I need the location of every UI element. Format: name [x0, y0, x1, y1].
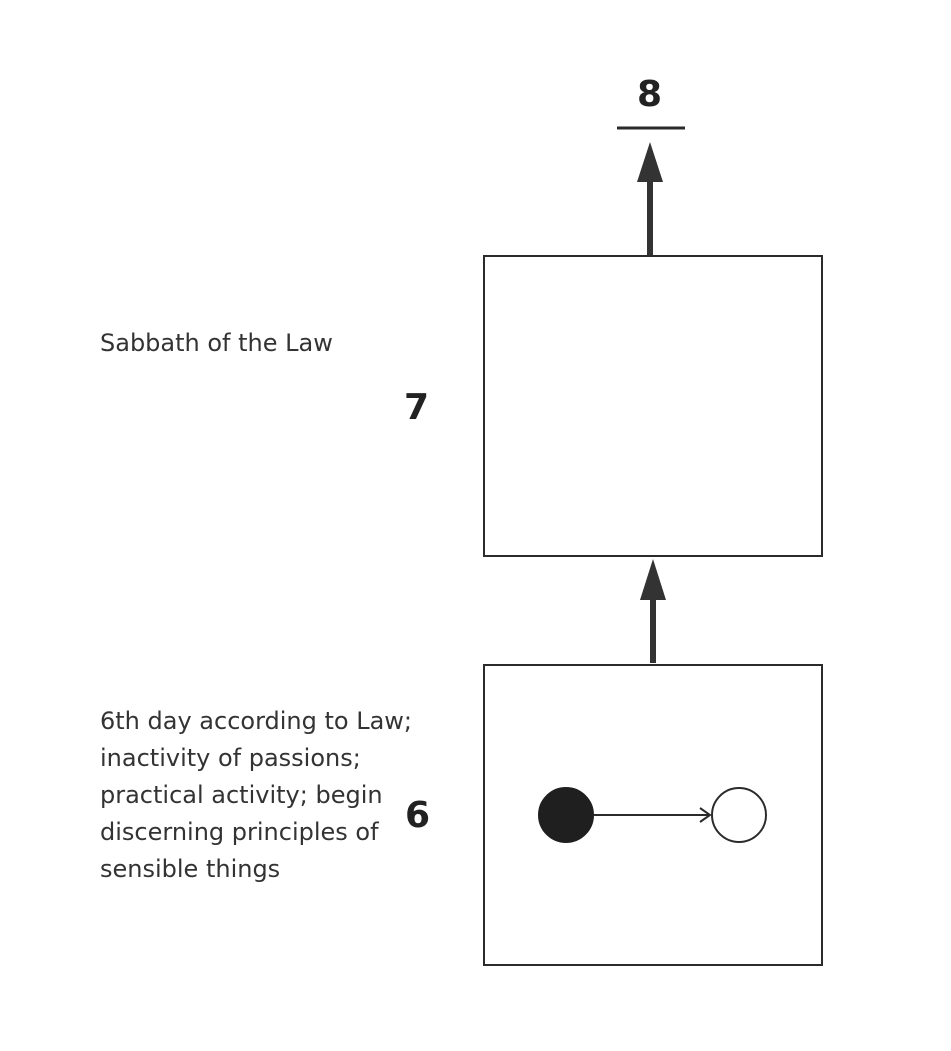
box-level-7	[483, 255, 823, 557]
level-6-number: 6	[405, 795, 431, 836]
level-6-label-line: 6th day according to Law;	[100, 707, 413, 735]
level-8-number: 8	[637, 74, 663, 115]
level-6-label-line: inactivity of passions;	[100, 744, 361, 772]
arrow-6-to-7	[640, 559, 666, 663]
level-6-label-line: practical activity; begin	[100, 781, 383, 809]
level-6-label: 6th day according to Law; inactivity of …	[100, 703, 412, 888]
level-6-label-line: discerning principles of	[100, 818, 379, 846]
level-7-label: Sabbath of the Law	[100, 325, 333, 362]
level-7-number: 7	[404, 387, 430, 428]
arrow-7-to-8	[637, 142, 663, 255]
level-7-label-text: Sabbath of the Law	[100, 329, 333, 357]
hollow-circle-node	[711, 787, 767, 843]
level-6-label-line: sensible things	[100, 855, 281, 883]
filled-circle-node	[538, 787, 594, 843]
